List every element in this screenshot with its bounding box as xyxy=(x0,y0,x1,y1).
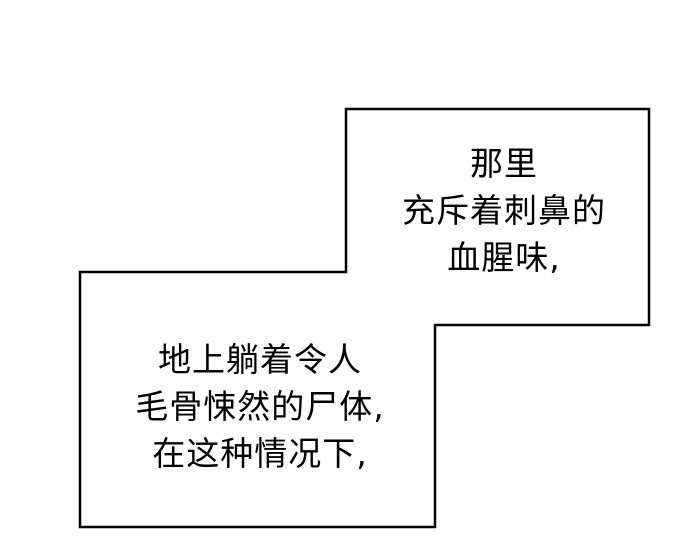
caption-bottom-line-2: 毛骨悚然的尸体, xyxy=(135,387,385,426)
caption-top-line-3: 血腥味, xyxy=(447,238,561,277)
caption-box-border xyxy=(78,107,651,529)
caption-top-line-2: 充斥着刺鼻的 xyxy=(402,191,606,230)
caption-top-line-1: 那里 xyxy=(470,144,538,183)
caption-bottom: 地上躺着令人 毛骨悚然的尸体, 在这种情况下, xyxy=(110,336,410,477)
caption-bottom-line-3: 在这种情况下, xyxy=(152,434,368,473)
caption-bottom-line-1: 地上躺着令人 xyxy=(158,340,362,379)
caption-top: 那里 充斥着刺鼻的 血腥味, xyxy=(386,140,622,281)
